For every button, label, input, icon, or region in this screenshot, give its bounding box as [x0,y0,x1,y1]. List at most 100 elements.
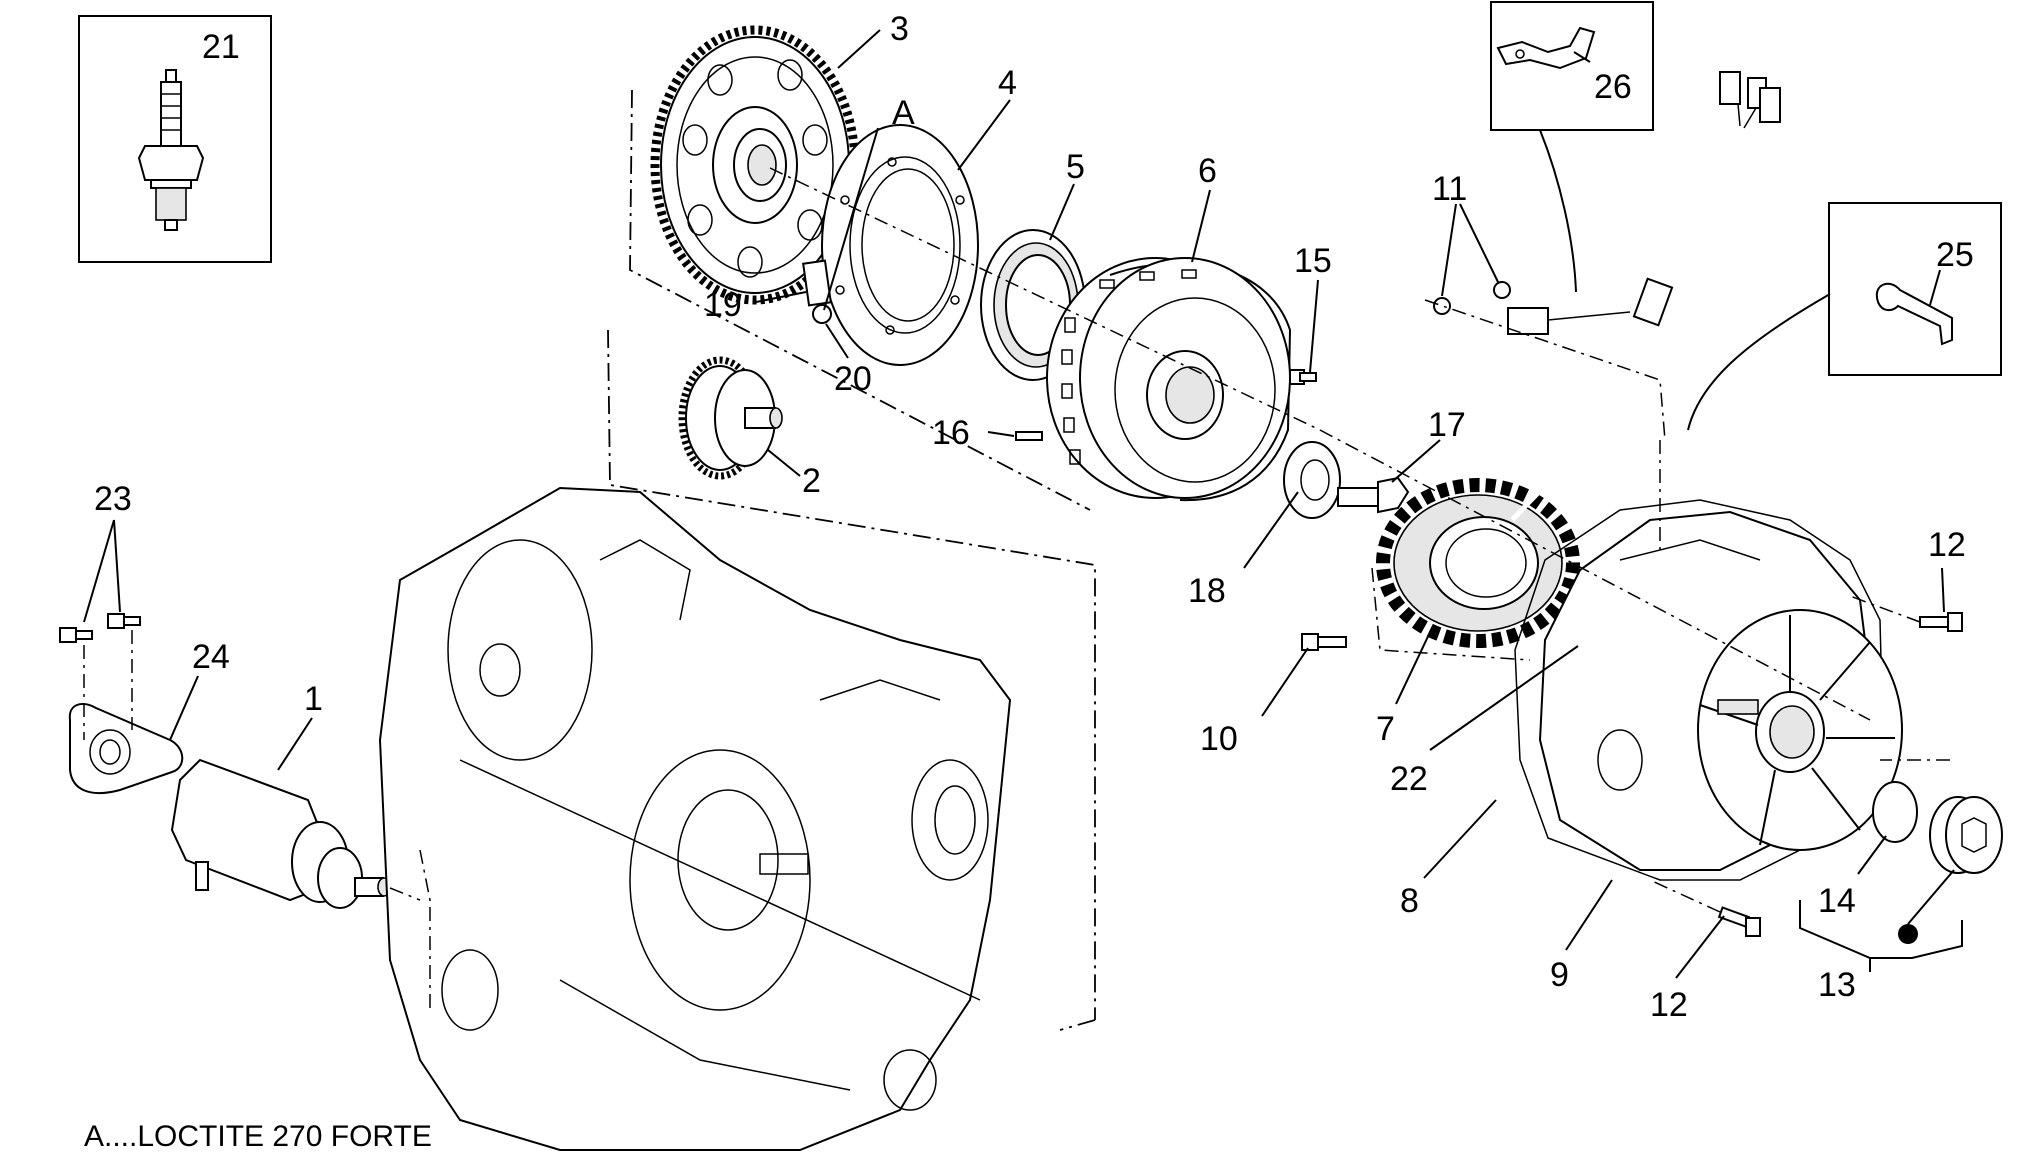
leader-line-17 [1391,439,1441,483]
leader-curve-25 [1687,293,1831,431]
leader-line-22 [1429,645,1579,751]
label-part-15: 15 [1294,242,1332,280]
starter-gear-part [650,25,860,305]
leader-line-5 [1049,183,1075,241]
spark-plug-part [137,69,205,231]
axis-line-bolt-12 [1849,595,1921,623]
axis-line-cover [1319,429,1871,721]
label-part-23: 23 [94,480,132,518]
label-part-9: 9 [1550,956,1569,994]
bracket-25-part [1875,282,1953,346]
starter-motor-part [170,758,391,909]
screw-part-20 [812,304,832,324]
label-part-18: 18 [1188,572,1226,610]
label-part-11: 11 [1432,170,1467,208]
leader-line-24 [169,675,199,741]
crankcase-part [378,486,1012,1151]
leader-line-4 [957,99,1011,171]
starter-plate-part-24 [68,703,184,795]
leader-line-19 [755,291,807,303]
flywheel-bolt-part [1337,476,1410,514]
axis-line-starter [389,887,421,901]
leader-line-8 [1423,799,1497,879]
axis-line-starter-frame [419,849,431,1010]
leader-line-13-dot [1907,869,1955,925]
leader-line-12-bottom [1675,915,1725,979]
loctite-dot-icon [1898,924,1918,944]
leader-line-26 [1573,51,1591,63]
label-part-12-top: 12 [1928,526,1966,564]
label-part-26: 26 [1594,68,1632,106]
label-part-19: 19 [704,286,742,324]
label-part-24: 24 [192,638,230,676]
screws-part-11 [1433,281,1511,315]
leader-line-23b [113,519,121,613]
label-part-8: 8 [1400,882,1419,920]
leader-line-3 [837,29,881,69]
label-part-10: 10 [1200,720,1238,758]
leader-line-7 [1395,627,1433,705]
leader-line-14 [1857,835,1887,875]
leader-line-20 [825,323,849,359]
dashed-frame-lower [607,329,1096,1020]
label-part-7: 7 [1376,710,1395,748]
leader-line-11b [1459,203,1499,283]
dashed-frame-upper [629,89,1091,511]
label-part-12-bottom: 12 [1650,986,1688,1024]
label-part-25: 25 [1936,236,1974,274]
leader-line-6 [1191,189,1211,263]
axis-line-bolt-12b [1649,879,1721,913]
leader-line-25 [1929,269,1941,306]
label-part-16: 16 [932,414,970,452]
leader-line-10 [1261,647,1309,717]
idler-gear-part [678,356,783,480]
inset-box-spark-plug [78,15,272,263]
leader-line-12-top [1941,567,1945,613]
label-part-17: 17 [1428,406,1466,444]
key-part-16 [1015,431,1043,441]
label-part-5: 5 [1066,148,1085,186]
leader-line-16 [987,431,1015,437]
freewheel-flange-part [821,124,979,366]
leader-line-2 [767,449,801,477]
label-part-21: 21 [202,28,240,66]
label-part-6: 6 [1198,152,1217,190]
o-ring-part-14 [1872,781,1918,843]
leader-line-1 [277,717,313,771]
loctite-note: A....LOCTITE 270 FORTE [84,1120,432,1153]
label-marker-a: A [892,94,915,132]
label-part-3: 3 [890,10,909,48]
leader-bracket-13 [1799,900,1963,959]
dashed-frame-stator [1371,567,1531,661]
leader-line-a [823,127,879,311]
screw-part-15 [1289,369,1317,385]
leader-line-18 [1243,491,1299,569]
stator-part [1376,478,1580,648]
label-part-1: 1 [304,680,323,718]
label-part-4: 4 [998,64,1017,102]
inspection-plug-part [1929,796,2003,874]
plate-part-19 [802,259,832,307]
label-part-22: 22 [1390,760,1428,798]
screws-part-23 [59,613,141,643]
leader-line-15 [1309,279,1319,373]
label-part-2: 2 [802,462,821,500]
bracket-26-part [1496,26,1596,70]
leader-line-9 [1565,879,1613,951]
label-part-20: 20 [834,360,872,398]
gasket-part [1514,499,1883,881]
washer-part [1283,441,1341,519]
label-part-13: 13 [1818,966,1856,1004]
bolt-part-12-top [1919,612,1963,632]
bolt-part-12-bottom [1717,906,1761,937]
bolt-part-10 [1301,633,1347,651]
leader-curve-26 [1539,129,1577,293]
dashed-frame-engine [1059,1019,1096,1031]
label-part-14: 14 [1818,882,1856,920]
alternator-cover-part [1538,510,1903,871]
flywheel-rotor-part [1046,257,1292,502]
wiring-harness-part [1507,71,1781,522]
leader-line-23a [83,519,115,623]
inset-box-bracket-26 [1490,1,1654,131]
